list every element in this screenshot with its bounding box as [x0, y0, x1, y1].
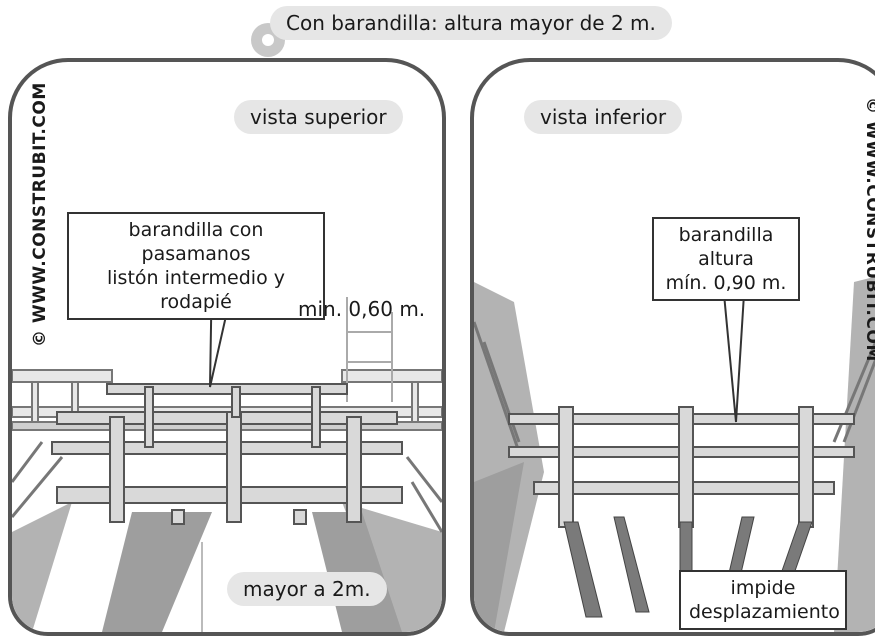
- railing-callout-left: barandilla con pasamanos listón intermed…: [67, 212, 325, 320]
- watermark-left: © WWW.CONSTRUBIT.COM: [30, 82, 50, 347]
- railing-height-callout: barandilla altura mín. 0,90 m.: [652, 217, 800, 301]
- top-view-panel: © WWW.CONSTRUBIT.COM vista superior bara…: [8, 58, 446, 636]
- bottom-view-panel: © WWW.CONSTRUBIT.COM vista inferior bara…: [470, 58, 875, 636]
- bottom-view-drawing: [474, 276, 875, 632]
- top-view-drawing: [12, 266, 442, 632]
- view-label-bottom: vista inferior: [524, 100, 683, 134]
- view-label-top: vista superior: [234, 100, 403, 134]
- header-title: Con barandilla: altura mayor de 2 m.: [270, 6, 672, 40]
- watermark-right: © WWW.CONSTRUBIT.COM: [862, 97, 875, 362]
- min-width-label: min. 0,60 m.: [298, 297, 426, 321]
- displacement-callout: impide desplazamiento: [679, 570, 847, 630]
- height-label: mayor a 2m.: [227, 572, 387, 606]
